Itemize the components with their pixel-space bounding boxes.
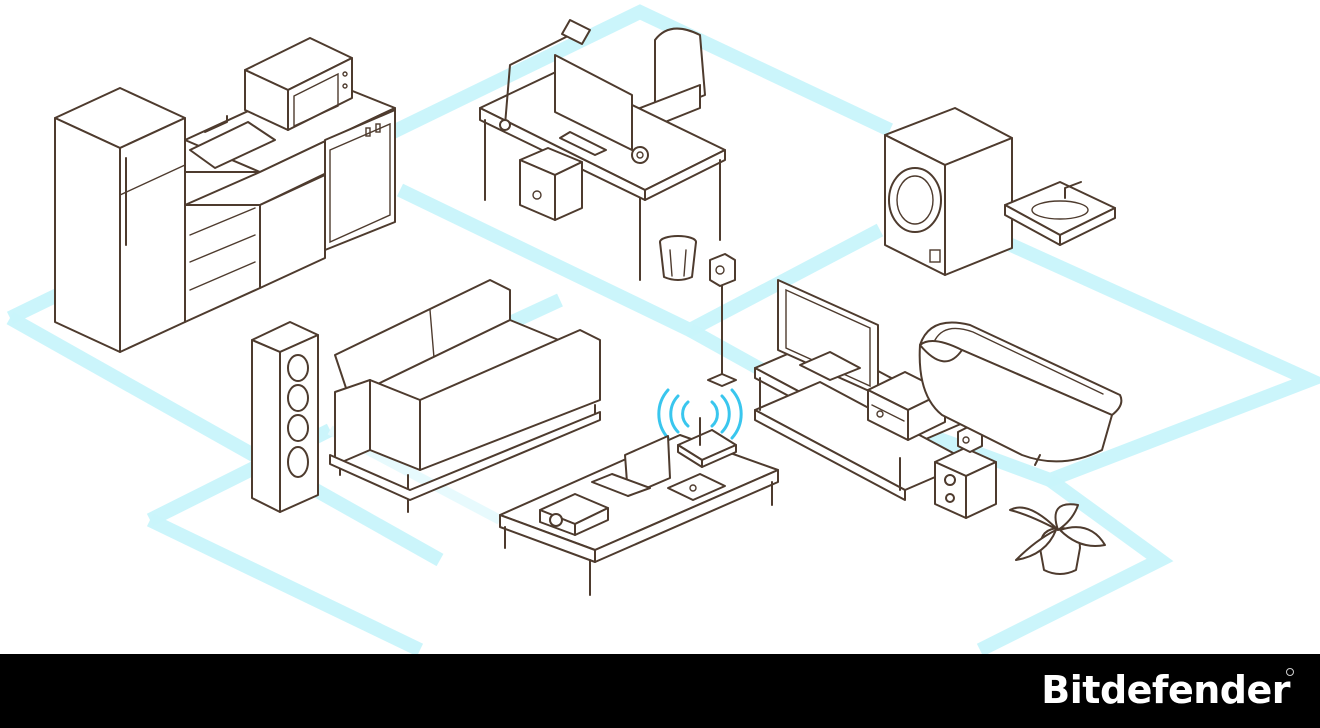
monitor-icon [554,54,633,156]
wastebasket-icon [659,235,697,281]
bathtub-icon [918,321,1123,466]
microwave-icon [244,37,353,131]
refrigerator-icon [54,87,186,353]
webcam-icon [631,146,649,164]
external-drive-icon [667,473,726,501]
floor-speaker-icon [251,321,319,513]
desktop-tower-icon [519,147,583,221]
projector-icon [539,493,609,536]
bitdefender-logo[interactable]: Bitdefender [1041,668,1290,712]
bathroom-sink-icon [1004,181,1116,246]
footer-bar: Bitdefender [0,654,1320,728]
smart-home-illustration [6,4,1320,654]
laptop-icon [591,435,671,497]
washing-machine-icon [884,107,1013,276]
dishwasher-icon [324,109,396,251]
floor-plan [6,4,1320,654]
television-icon [777,279,879,396]
registered-mark-icon [1286,668,1294,676]
desk-lamp-icon [499,19,591,131]
small-speaker-icon [934,425,997,519]
wifi-router-icon [657,388,743,468]
isometric-home-svg [6,4,1320,654]
security-camera-icon [707,253,737,387]
sofa-icon [329,279,601,513]
potted-plant-icon [1009,503,1106,575]
